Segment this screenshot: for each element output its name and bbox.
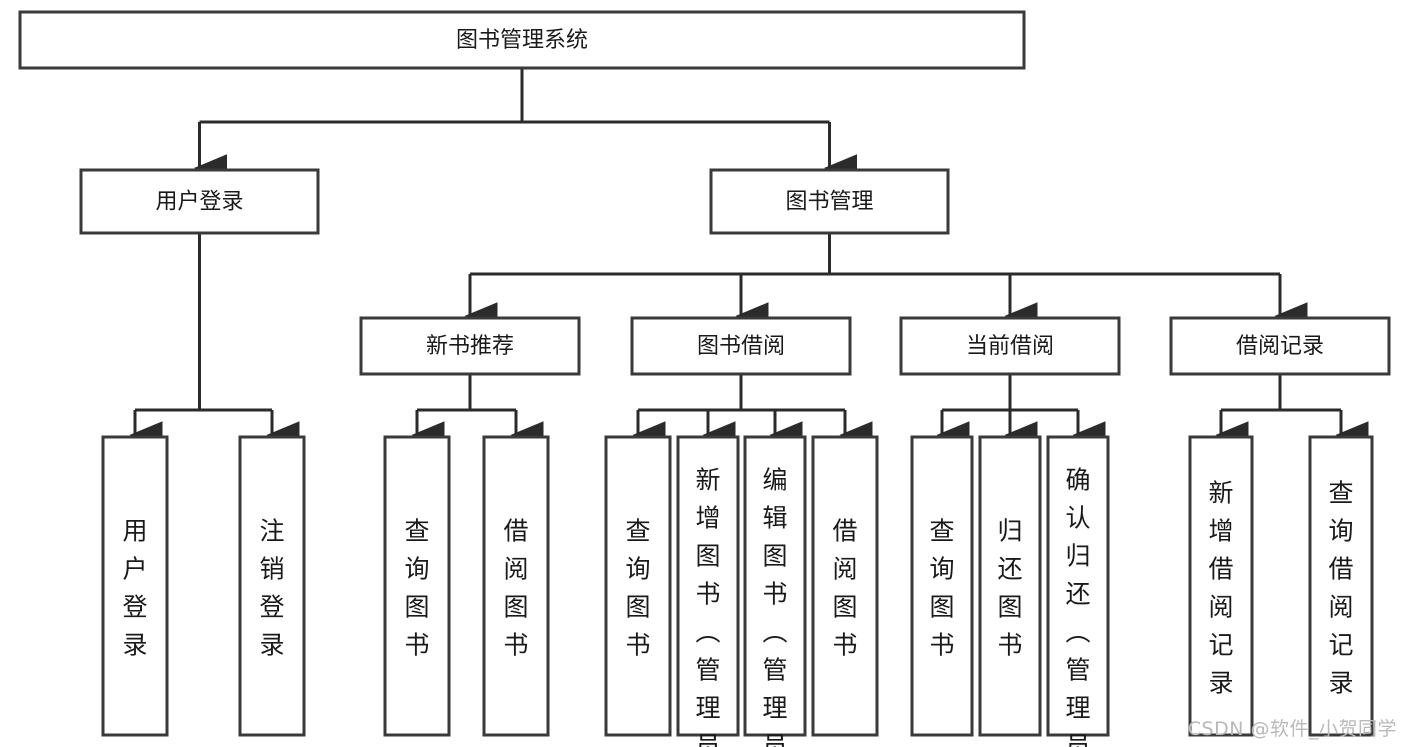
node-label-leaf-query-book-recommend: 查询图书 [404, 517, 429, 660]
node-box-leaf-borrow-book[interactable] [811, 435, 879, 737]
node-leaf-query-book-current[interactable]: 查询图书 [910, 435, 974, 737]
node-box-leaf-user-login[interactable] [101, 435, 169, 737]
node-leaf-query-book-recommend[interactable]: 查询图书 [383, 435, 451, 737]
node-box-leaf-add-book-admin[interactable] [676, 435, 740, 737]
node-box-leaf-query-book-borrow[interactable] [604, 435, 672, 737]
node-box-leaf-query-book-current[interactable] [910, 435, 974, 737]
node-new-book-recommend[interactable]: 新书推荐 [359, 316, 581, 376]
node-current-borrow[interactable]: 当前借阅 [899, 316, 1121, 376]
node-leaf-confirm-return-admin[interactable]: 确认归还︵管理员︶ [1046, 435, 1110, 747]
node-label-new-book-recommend: 新书推荐 [426, 334, 514, 359]
node-label-current-borrow: 当前借阅 [966, 334, 1054, 359]
node-label-leaf-query-book-borrow: 查询图书 [625, 517, 650, 660]
node-box-book-management[interactable] [709, 168, 950, 235]
connector-layer [129, 68, 1369, 449]
node-leaf-edit-book-admin[interactable]: 编辑图书︵管理员︶ [743, 435, 807, 747]
node-box-leaf-return-book[interactable] [978, 435, 1042, 737]
node-box-root[interactable] [18, 10, 1026, 70]
node-leaf-logout-login[interactable]: 注销登录 [238, 435, 306, 737]
node-leaf-add-book-admin[interactable]: 新增图书︵管理员︶ [676, 435, 740, 747]
node-label-book-management: 图书管理 [785, 190, 873, 215]
node-leaf-query-borrow-record[interactable]: 查询借阅记录 [1308, 435, 1374, 737]
node-layer: 图书管理系统用户登录图书管理新书推荐图书借阅当前借阅借阅记录用户登录注销登录查询… [18, 10, 1391, 747]
node-box-leaf-edit-book-admin[interactable] [743, 435, 807, 737]
node-box-new-book-recommend[interactable] [359, 316, 581, 376]
node-label-leaf-query-borrow-record: 查询借阅记录 [1328, 479, 1353, 698]
node-box-leaf-confirm-return-admin[interactable] [1046, 435, 1110, 737]
node-label-leaf-borrow-book: 借阅图书 [832, 517, 857, 660]
node-box-book-borrow[interactable] [630, 316, 852, 376]
node-label-leaf-add-book-admin: 新增图书︵管理员︶ [695, 465, 720, 747]
node-box-user-login[interactable] [79, 168, 320, 235]
node-label-book-borrow: 图书借阅 [697, 334, 785, 359]
node-book-borrow[interactable]: 图书借阅 [630, 316, 852, 376]
node-box-leaf-borrow-book-recommend[interactable] [482, 435, 550, 737]
node-label-leaf-confirm-return-admin: 确认归还︵管理员︶ [1065, 465, 1090, 747]
node-label-user-login: 用户登录 [155, 190, 243, 215]
node-book-management[interactable]: 图书管理 [709, 168, 950, 235]
node-leaf-user-login[interactable]: 用户登录 [101, 435, 169, 737]
node-box-leaf-add-borrow-record[interactable] [1188, 435, 1254, 737]
node-leaf-borrow-book[interactable]: 借阅图书 [811, 435, 879, 737]
node-label-borrow-record: 借阅记录 [1236, 334, 1324, 359]
node-leaf-add-borrow-record[interactable]: 新增借阅记录 [1188, 435, 1254, 737]
node-box-borrow-record[interactable] [1169, 316, 1391, 376]
node-leaf-return-book[interactable]: 归还图书 [978, 435, 1042, 737]
node-label-leaf-query-book-current: 查询图书 [929, 517, 954, 660]
node-label-leaf-user-login: 用户登录 [122, 517, 147, 660]
node-box-leaf-query-borrow-record[interactable] [1308, 435, 1374, 737]
node-label-leaf-return-book: 归还图书 [997, 517, 1022, 660]
node-box-leaf-logout-login[interactable] [238, 435, 306, 737]
node-label-root: 图书管理系统 [456, 28, 588, 53]
node-label-leaf-logout-login: 注销登录 [259, 517, 284, 660]
node-leaf-borrow-book-recommend[interactable]: 借阅图书 [482, 435, 550, 737]
node-box-leaf-query-book-recommend[interactable] [383, 435, 451, 737]
node-label-leaf-edit-book-admin: 编辑图书︵管理员︶ [762, 465, 787, 747]
node-label-leaf-add-borrow-record: 新增借阅记录 [1208, 479, 1233, 698]
node-label-leaf-borrow-book-recommend: 借阅图书 [503, 517, 528, 660]
node-user-login[interactable]: 用户登录 [79, 168, 320, 235]
node-box-current-borrow[interactable] [899, 316, 1121, 376]
node-borrow-record[interactable]: 借阅记录 [1169, 316, 1391, 376]
node-leaf-query-book-borrow[interactable]: 查询图书 [604, 435, 672, 737]
node-root[interactable]: 图书管理系统 [18, 10, 1026, 70]
